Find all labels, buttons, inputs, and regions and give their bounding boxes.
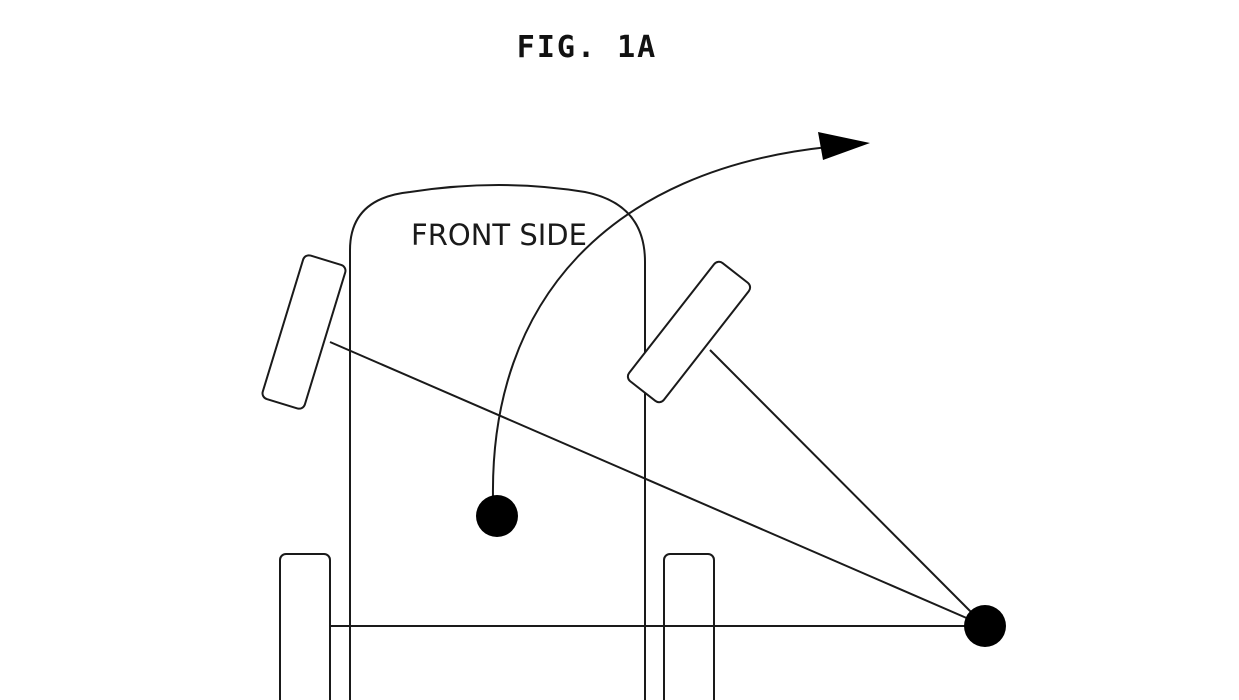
vehicle-body <box>349 184 646 700</box>
figure-title: FIG. 1A <box>516 30 658 65</box>
rear-right-wheel <box>663 553 715 700</box>
turning-center-dot <box>964 605 1006 647</box>
front-left-radius-line <box>329 341 986 627</box>
front-right-wheel <box>626 260 752 404</box>
vehicle-center-dot <box>476 495 518 537</box>
turning-direction-arc <box>491 146 829 499</box>
rear-left-wheel <box>279 553 331 700</box>
front-side-label: FRONT SIDE <box>411 218 587 252</box>
front-right-radius-line <box>709 349 986 627</box>
front-left-wheel <box>261 254 347 410</box>
arrowhead-icon <box>818 132 870 160</box>
